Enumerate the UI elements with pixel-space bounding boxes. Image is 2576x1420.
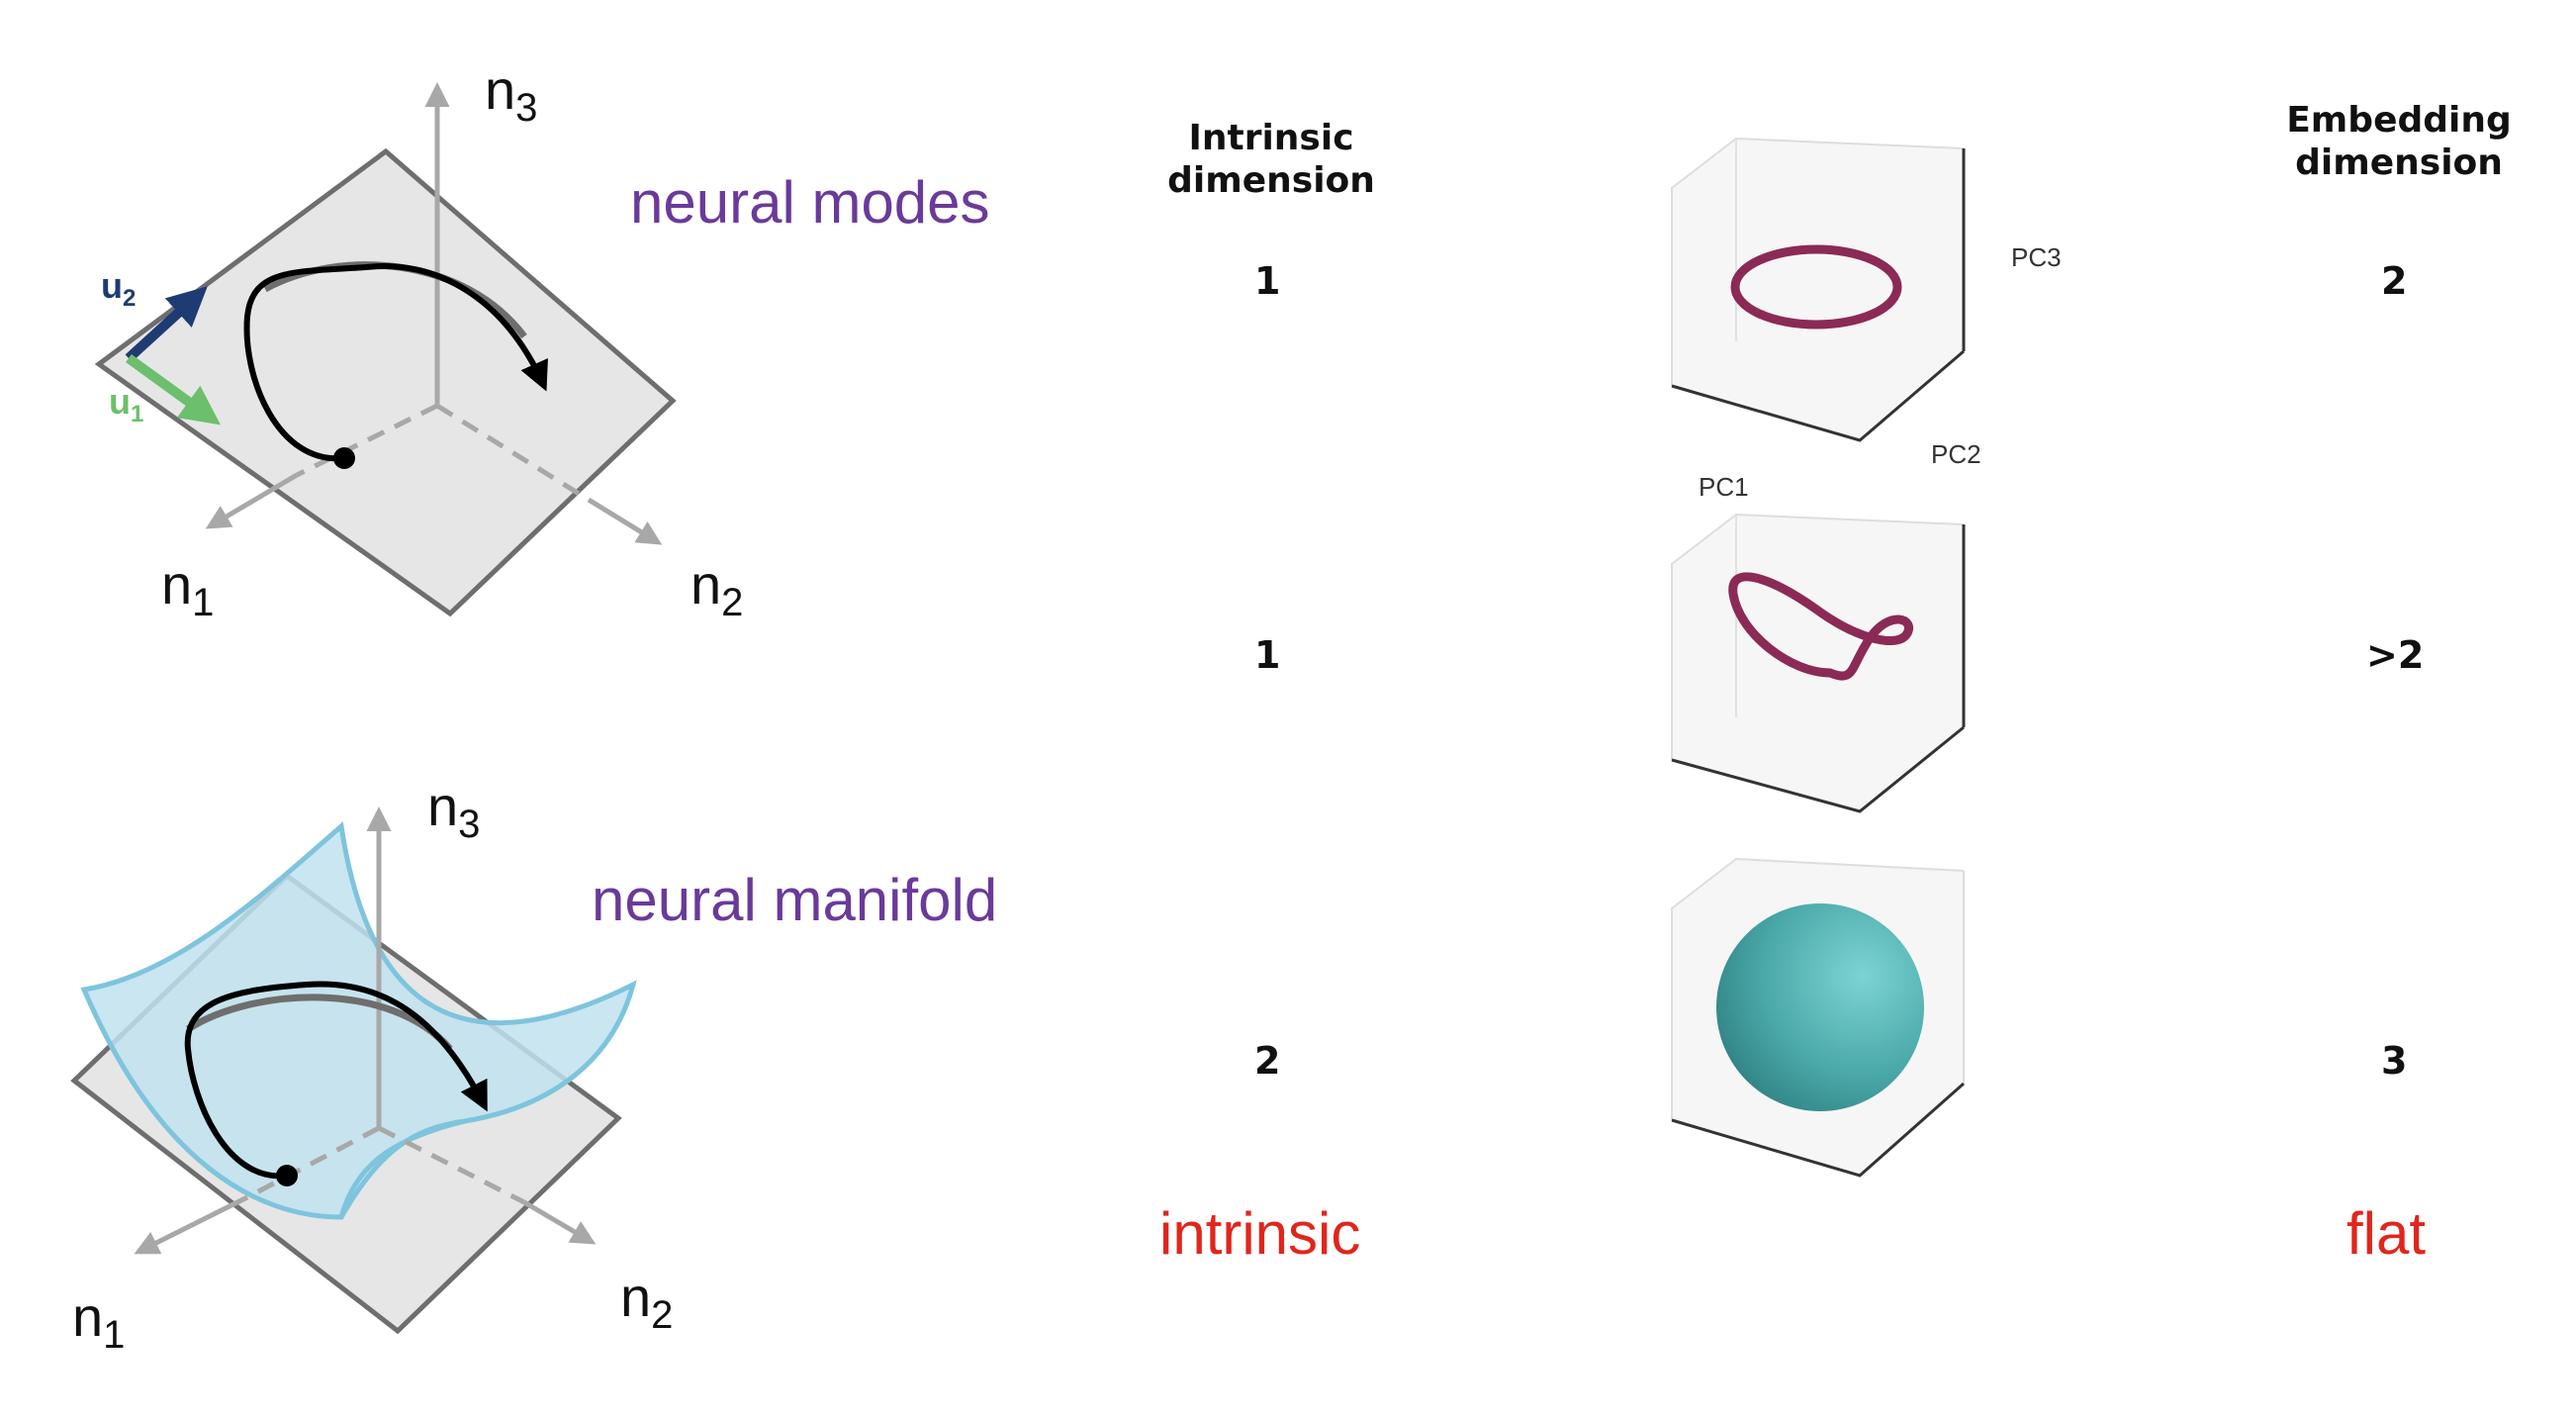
- n2-label: n2: [620, 1266, 674, 1338]
- u1-vector: [126, 353, 221, 426]
- n2-label: n2: [690, 553, 744, 625]
- twisted-loop-curve: [1728, 572, 1913, 681]
- n2-axis-hidden: [435, 403, 591, 503]
- circle-curve: [1730, 244, 1902, 330]
- sphere: [1716, 903, 1924, 1111]
- flat-footer: flat: [2346, 1200, 2427, 1267]
- neural-manifold-label: neural manifold: [592, 867, 998, 933]
- box-axis-base: [1671, 725, 1965, 813]
- box-frame: [1671, 513, 1965, 760]
- box-axis-base: [1671, 1082, 1965, 1178]
- u1-label: u1: [109, 381, 144, 428]
- row-3-embedding: 3: [2381, 1039, 2408, 1083]
- n1-label: n1: [161, 553, 215, 625]
- n3-label: n3: [485, 58, 538, 131]
- manifold-fold: [338, 1118, 466, 1218]
- n1-axis: [134, 1194, 249, 1255]
- n1-axis-hidden: [295, 403, 439, 478]
- pc2-label: PC2: [1931, 439, 1981, 469]
- box-circle: [1671, 137, 1966, 442]
- row-3-intrinsic: 2: [1254, 1039, 1281, 1083]
- intrinsic-dimension-header: Intrinsic dimension: [1167, 118, 1375, 202]
- neural-modes-panel: [94, 82, 677, 617]
- neural-manifold-panel: [70, 806, 637, 1335]
- pc3-label: PC3: [2011, 242, 2062, 272]
- n1-axis-hidden: [245, 1125, 381, 1200]
- intrinsic-footer: intrinsic: [1159, 1200, 1361, 1267]
- box-sphere: [1671, 857, 1965, 1178]
- trajectory: [243, 263, 548, 462]
- u2-vector: [125, 286, 208, 362]
- neural-modes-label: neural modes: [630, 169, 990, 236]
- plane: [94, 147, 677, 617]
- row-1-embedding: 2: [2381, 259, 2408, 303]
- n1-axis: [205, 472, 299, 529]
- row-2-embedding: >2: [2366, 633, 2425, 677]
- n1-label: n1: [72, 1285, 126, 1358]
- box-axis-base: [1671, 349, 1965, 442]
- start-point: [333, 447, 355, 469]
- trajectory: [184, 981, 488, 1180]
- n2-axis-hidden: [377, 1125, 526, 1205]
- embedding-dimension-header: Embedding dimension: [2286, 100, 2512, 184]
- box-twisted-loop: [1671, 513, 1966, 813]
- n2-axis: [587, 497, 663, 545]
- start-point: [276, 1165, 298, 1186]
- manifold-surface: [80, 821, 637, 1220]
- box-frame: [1671, 857, 1965, 1120]
- box-back-wall: [1672, 139, 1964, 440]
- box-frame: [1671, 137, 1965, 386]
- box-back-wall: [1672, 515, 1964, 811]
- n3-label: n3: [427, 775, 481, 847]
- row-1-intrinsic: 1: [1254, 259, 1281, 303]
- u2-label: u2: [101, 265, 137, 313]
- n2-axis: [522, 1199, 597, 1245]
- pc1-label: PC1: [1699, 472, 1749, 502]
- row-2-intrinsic: 1: [1254, 633, 1281, 677]
